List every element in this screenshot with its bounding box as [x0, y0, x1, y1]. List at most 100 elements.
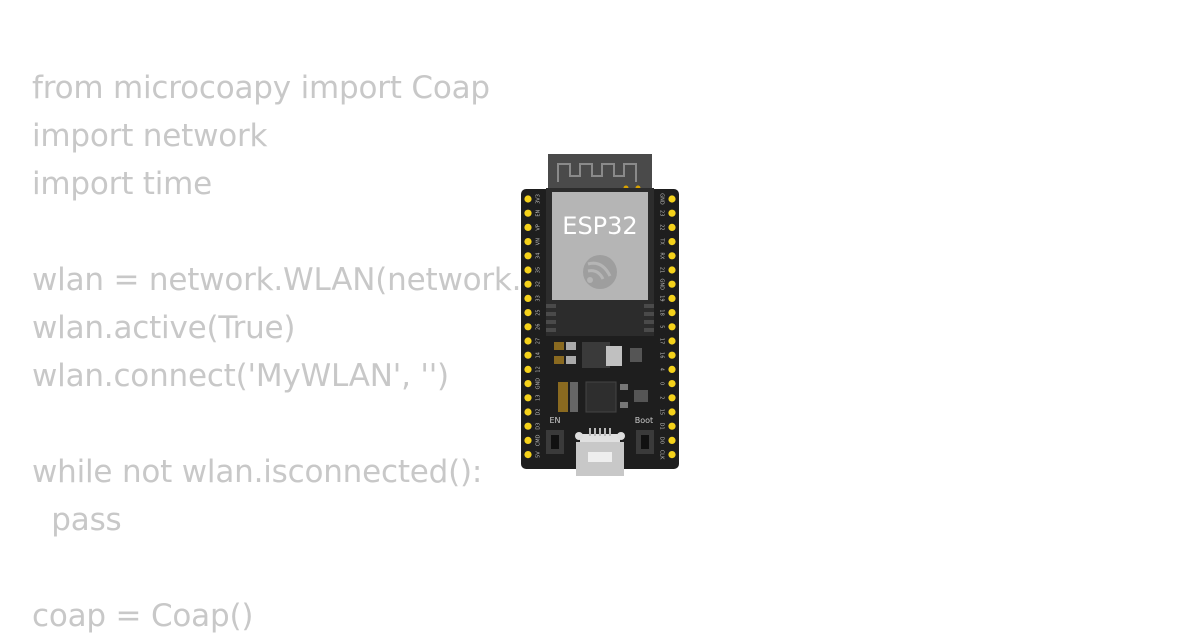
pin-label: CMD: [536, 434, 542, 446]
header-pin: [668, 337, 676, 345]
pin-label: 0: [659, 382, 665, 385]
pin-label: D1: [659, 423, 665, 430]
header-pin: [524, 451, 532, 459]
header-pin: [668, 223, 676, 231]
header-pin: [524, 394, 532, 402]
header-pin: [668, 436, 676, 444]
header-pin: [524, 209, 532, 217]
pin-label: 19: [659, 295, 665, 301]
esp32-board-graphic: ESP32 EN Boot: [521, 154, 679, 476]
pin-label: 34: [536, 253, 542, 259]
pin-label: 33: [536, 295, 542, 301]
smd-component: [554, 356, 564, 364]
pin-label: 21: [659, 267, 665, 273]
smd-component: [570, 382, 578, 412]
pin-label: GND: [536, 378, 542, 390]
pin-label: GND: [659, 278, 665, 290]
header-pin: [668, 351, 676, 359]
header-pin: [668, 195, 676, 203]
code-listing: from microcoapy import Coap import networ…: [32, 64, 632, 640]
smd-component: [554, 342, 564, 350]
header-pin: [524, 380, 532, 388]
header-pin: [524, 337, 532, 345]
pin-label: 35: [536, 267, 542, 273]
code-line: from microcoapy import Coap: [32, 70, 490, 106]
smd-component: [558, 382, 568, 412]
header-pin: [524, 223, 532, 231]
pin-label: 17: [659, 338, 665, 344]
smd-component: [566, 356, 576, 364]
header-pin: [524, 294, 532, 302]
code-line: wlan.active(True): [32, 310, 296, 346]
header-pin: [524, 351, 532, 359]
code-line: import time: [32, 166, 213, 202]
pin-label: 2: [659, 396, 665, 399]
code-line: [32, 544, 632, 592]
pin-label: RX: [659, 252, 665, 259]
pin-label: 18: [659, 309, 665, 315]
antenna-area: [548, 154, 652, 194]
smd-component: [634, 390, 648, 402]
smd-component: [630, 348, 642, 362]
boot-button[interactable]: [636, 430, 654, 454]
pin-label: 5V: [536, 451, 542, 458]
module-label: ESP32: [562, 212, 637, 240]
pin-label: CLK: [659, 450, 665, 460]
header-pin: [668, 209, 676, 217]
module-castellations: [546, 304, 654, 332]
header-pin: [524, 422, 532, 430]
code-line: coap = Coap(): [32, 598, 254, 634]
pin-label: 32: [536, 281, 542, 287]
header-pin: [668, 252, 676, 260]
header-pin: [668, 238, 676, 246]
pin-label: 22: [659, 224, 665, 230]
header-pin: [668, 280, 676, 288]
code-line: import network: [32, 118, 268, 154]
regulator-tab: [606, 346, 622, 366]
smd-component: [566, 342, 576, 350]
header-pin: [524, 195, 532, 203]
header-pin: [668, 422, 676, 430]
header-pin: [668, 451, 676, 459]
pin-label: TX: [659, 237, 665, 245]
pin-label: VN: [536, 238, 542, 245]
header-pins-left: 3V3ENVPVN343532332526271412GND13D2D3CMD5…: [524, 194, 542, 459]
header-pin: [668, 380, 676, 388]
pin-label: 12: [536, 366, 542, 372]
pin-label: D3: [536, 423, 542, 430]
pin-label: 15: [659, 409, 665, 415]
micro-usb-connector: [575, 428, 625, 476]
pin-label: 13: [536, 395, 542, 401]
pin-label: EN: [536, 209, 542, 216]
pin-label: GND: [659, 193, 665, 205]
pin-label: 5: [659, 325, 665, 328]
header-pin: [668, 323, 676, 331]
pin-label: 26: [536, 324, 542, 330]
pin-label: 27: [536, 338, 542, 344]
code-line: pass: [32, 502, 122, 538]
header-pin: [524, 309, 532, 317]
smd-component: [620, 402, 628, 408]
pin-label: 3V3: [536, 194, 542, 204]
code-line: while not wlan.isconnected():: [32, 454, 483, 490]
header-pin: [524, 436, 532, 444]
pin-label: 16: [659, 352, 665, 358]
pin-label: 23: [659, 210, 665, 216]
header-pin: [524, 252, 532, 260]
espressif-logo-icon: [583, 255, 617, 289]
pin-label: 14: [536, 352, 542, 358]
en-button[interactable]: [546, 430, 564, 454]
header-pin: [524, 238, 532, 246]
header-pin: [524, 408, 532, 416]
header-pin: [668, 294, 676, 302]
header-pin: [668, 394, 676, 402]
header-pin: [524, 266, 532, 274]
smd-component: [620, 384, 628, 390]
header-pin: [524, 280, 532, 288]
en-button-label: EN: [549, 416, 560, 425]
pin-label: 25: [536, 309, 542, 315]
header-pin: [524, 323, 532, 331]
esp32-board: ESP32 EN Boot: [518, 152, 682, 482]
header-pin: [668, 266, 676, 274]
